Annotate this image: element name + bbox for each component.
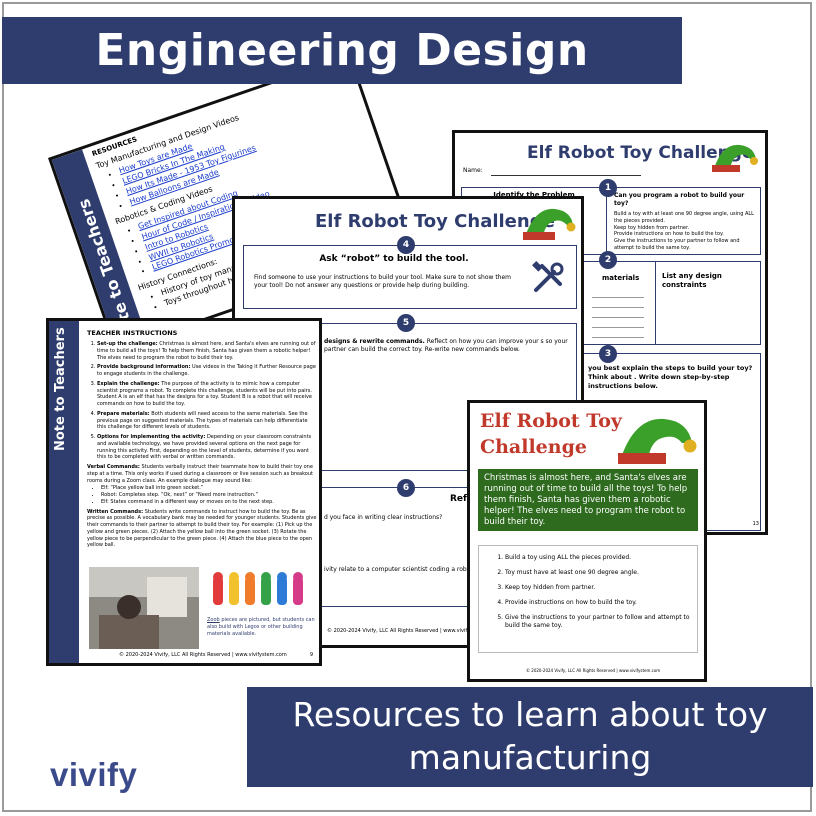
verbal-commands: Verbal Commands: Students verbally instr… bbox=[87, 464, 317, 484]
subtitle-line: manufacturing bbox=[408, 738, 652, 777]
zoob-caption-text: pieces are pictured, but students can al… bbox=[207, 617, 315, 637]
teacher-content: TEACHER INSTRUCTIONS Set-up the challeng… bbox=[87, 329, 317, 549]
teacher-item-text: Christmas is almost here, and Santa's el… bbox=[97, 341, 316, 361]
name-label: Name: bbox=[463, 167, 483, 174]
checklist-item: Build a toy with at least one 90 degree … bbox=[614, 211, 754, 224]
teacher-item-text: Both students will need access to the sa… bbox=[97, 410, 308, 431]
title-banner: Engineering Design bbox=[2, 17, 682, 84]
dialogue-item: Robot: Completes step. “Ok, next” or “Ne… bbox=[101, 492, 317, 499]
story-list-box: Build a toy using ALL the pieces provide… bbox=[478, 545, 698, 653]
worksheet-title: Elf Robot Toy Challenge bbox=[315, 211, 555, 232]
step5-bold: designs & rewrite commands. bbox=[324, 338, 425, 345]
step4-heading: Ask “robot” to build the tool. bbox=[319, 254, 469, 264]
story-list-item: Provide instructions on how to build the… bbox=[505, 599, 691, 607]
reflection-q1: d you face in writing clear instructions… bbox=[324, 514, 443, 521]
classroom-photo bbox=[89, 567, 199, 649]
teacher-item: Set-up the challenge: Christmas is almos… bbox=[97, 341, 317, 361]
step6-heading: Refle bbox=[450, 494, 476, 504]
step-circle: 4 bbox=[397, 236, 415, 254]
verbal-text: Students verbally instruct their teammat… bbox=[87, 464, 313, 484]
teacher-item: Prepare materials: Both students will ne… bbox=[97, 411, 317, 431]
dialogue-item: Elf: States command in a different way o… bbox=[101, 499, 317, 506]
teacher-item: Options for implementing the activity: D… bbox=[97, 434, 317, 461]
step4-box: Ask “robot” to build the tool. Find some… bbox=[243, 245, 577, 309]
step-circle: 1 bbox=[599, 179, 617, 197]
story-title: Elf Robot Toy Challenge bbox=[480, 409, 622, 460]
zoob-caption: Zoob pieces are pictured, but students c… bbox=[207, 617, 319, 637]
teacher-item-text: Use videos in the Taking it Further Reso… bbox=[97, 364, 316, 377]
step-circle: 2 bbox=[599, 251, 617, 269]
teacher-sidebar: Note to Teachers bbox=[49, 321, 79, 663]
page-number: 13 bbox=[752, 521, 759, 528]
teacher-item-text: The purpose of the activity is to mimic … bbox=[97, 380, 312, 407]
step-circle: 3 bbox=[599, 345, 617, 363]
written-bold: Written Commands: bbox=[87, 508, 144, 515]
step4-text: Find someone to use your instructions to… bbox=[254, 274, 512, 290]
elf-hat-icon bbox=[712, 144, 758, 172]
step3-text: you best explain the steps to build your… bbox=[588, 364, 753, 390]
zoob-link[interactable]: Zoob bbox=[207, 617, 220, 623]
story-title-line: Challenge bbox=[480, 435, 587, 458]
step5-body: Reflect on how you can improve your s so… bbox=[324, 338, 568, 354]
checklist-item: Provide instructions on how to build the… bbox=[614, 231, 724, 238]
teacher-list: Set-up the challenge: Christmas is almos… bbox=[87, 341, 317, 461]
constraints-label: List any design constraints bbox=[662, 272, 722, 290]
teacher-item-bold: Provide background information: bbox=[97, 364, 191, 371]
teacher-side-label: Note to Teachers bbox=[53, 327, 68, 451]
subtitle-line: Resources to learn about toy bbox=[292, 695, 768, 735]
step-circle: 6 bbox=[397, 479, 415, 497]
teacher-item-bold: Options for implementing the activity: bbox=[97, 434, 206, 440]
step-circle: 5 bbox=[397, 314, 415, 332]
verbal-bold: Verbal Commands: bbox=[87, 464, 140, 470]
written-commands: Written Commands: Students write command… bbox=[87, 509, 317, 550]
footer-copyright: © 2020-2024 Vivify, LLC All Rights Reser… bbox=[327, 628, 475, 635]
step5-text: designs & rewrite commands. Reflect on h… bbox=[324, 338, 574, 354]
teacher-item-text: Depending on your classroom constraints … bbox=[97, 434, 312, 461]
story-list: Build a toy using ALL the pieces provide… bbox=[479, 554, 691, 631]
teacher-item-bold: Prepare materials: bbox=[97, 410, 150, 417]
zoob-pieces-image bbox=[213, 572, 303, 605]
dialogue-list: Elf: “Place yellow ball into green socke… bbox=[101, 485, 317, 505]
footer-copyright: © 2020-2024 Vivify, LLC All Rights Reser… bbox=[119, 652, 287, 659]
identify-heading: Identify the Problem bbox=[493, 191, 575, 199]
teacher-item: Explain the challenge: The purpose of th… bbox=[97, 381, 317, 408]
teacher-heading: TEACHER INSTRUCTIONS bbox=[87, 329, 178, 337]
materials-table bbox=[592, 288, 644, 338]
question-text: Can you program a robot to build your to… bbox=[614, 192, 745, 208]
story-list-item: Keep toy hidden from partner. bbox=[505, 584, 691, 592]
teacher-item-bold: Set-up the challenge: bbox=[97, 341, 158, 347]
checklist: Build a toy with at least one 90 degree … bbox=[614, 211, 760, 252]
checklist-item: Keep toy hidden from partner. bbox=[614, 224, 690, 231]
worksheet-title: Elf Robot Toy Challenge bbox=[527, 143, 754, 163]
elf-hat-icon bbox=[618, 418, 697, 464]
materials-label: materials bbox=[602, 274, 640, 282]
footer-copyright: © 2020-2024 Vivify, LLC All Rights Reser… bbox=[526, 667, 661, 673]
story-list-item: Build a toy using ALL the pieces provide… bbox=[505, 554, 691, 562]
elf-hat-icon bbox=[523, 208, 576, 240]
vivify-logo: vivify bbox=[50, 756, 138, 793]
story-list-item: Give the instructions to your partner to… bbox=[505, 614, 691, 630]
dialogue-item: Elf: “Place yellow ball into green socke… bbox=[101, 485, 317, 492]
reflection-q2: ivity relate to a computer scientist cod… bbox=[324, 566, 471, 573]
name-line bbox=[491, 175, 641, 176]
teacher-item: Provide background information: Use vide… bbox=[97, 364, 317, 378]
story-banner: Christmas is almost here, and Santa's el… bbox=[478, 469, 698, 531]
story-title-line: Elf Robot Toy bbox=[480, 410, 622, 432]
story-page: Elf Robot Toy Challenge Christmas is alm… bbox=[467, 400, 707, 682]
teacher-instructions-page: Note to Teachers TEACHER INSTRUCTIONS Se… bbox=[46, 318, 322, 666]
page-number: 9 bbox=[309, 652, 313, 659]
teacher-item-bold: Explain the challenge: bbox=[97, 380, 160, 387]
story-list-item: Toy must have at least one 90 degree ang… bbox=[505, 569, 691, 577]
checklist-item: Give the instructions to your partner to… bbox=[614, 238, 740, 251]
subtitle-banner: Resources to learn about toy manufacturi… bbox=[247, 687, 813, 787]
written-text: Students write commands to instruct how … bbox=[87, 508, 317, 549]
tools-icon bbox=[532, 261, 564, 292]
